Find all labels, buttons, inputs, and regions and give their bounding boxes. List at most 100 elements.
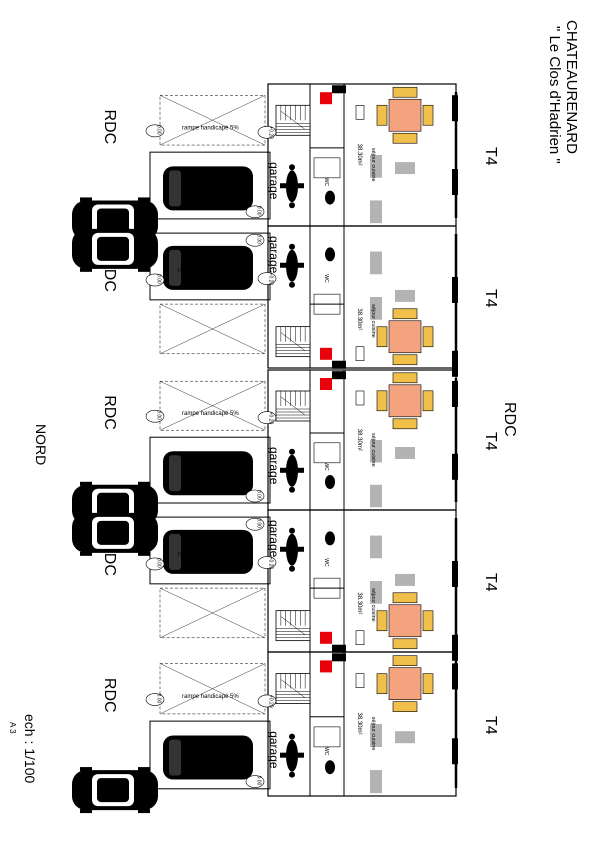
van-icon	[163, 451, 253, 496]
sofa	[370, 484, 382, 508]
entry-door	[332, 644, 346, 653]
ramp-line	[159, 381, 266, 431]
ramp-label: rampe handicapé 5%	[182, 694, 239, 700]
level-marker: 0.00	[145, 693, 165, 706]
toilet-icon	[325, 475, 335, 489]
stair-marker	[320, 660, 332, 673]
ramp-zone	[159, 380, 266, 431]
garage-label: garage	[267, 236, 281, 274]
garage-outline	[149, 720, 271, 790]
window	[452, 663, 458, 690]
living-area-label: 38.30m²	[356, 592, 362, 614]
level-marker: 0.00	[245, 517, 265, 531]
level-label: 0.00	[156, 410, 162, 420]
stair-marker	[320, 92, 332, 105]
coffee-table	[395, 162, 415, 175]
wc-label: WC	[323, 462, 329, 471]
level-marker: 0.00	[245, 205, 265, 219]
ramp-line	[159, 95, 266, 146]
wc-label: WC	[323, 274, 329, 283]
garage-label: garage	[267, 731, 281, 769]
motorbike-icon	[280, 448, 304, 493]
toilet-icon	[325, 247, 335, 262]
level-marker: +0.20	[257, 694, 277, 708]
level-marker: 0.00	[245, 489, 265, 503]
living-label: séjour cuisine	[370, 717, 376, 751]
wc-room	[313, 293, 341, 315]
wc-room	[313, 442, 341, 464]
toilet-icon	[325, 190, 335, 205]
kitchen-counter	[370, 297, 382, 320]
living-area-label: 38.30m²	[356, 308, 362, 330]
toilet-icon	[325, 531, 335, 546]
unit-type-label: T4	[482, 432, 499, 451]
dining-table	[376, 655, 434, 712]
level-label: +0.20	[268, 695, 274, 708]
kitchen-counter	[370, 440, 382, 463]
garage-label: garage	[267, 520, 281, 558]
stair-marker	[320, 631, 332, 644]
window	[452, 95, 458, 122]
living-label: séjour cuisine	[370, 588, 376, 622]
level-label-rdc-extra: RDC	[501, 402, 518, 437]
toilet-icon	[325, 760, 335, 775]
living-area-label: 38.30m²	[356, 429, 362, 451]
entry-door	[332, 85, 346, 94]
motorbike-icon	[280, 164, 304, 209]
staircase	[275, 673, 311, 704]
car-icon	[72, 767, 158, 814]
level-marker: 0.00	[245, 775, 265, 788]
level-marker: 0.00	[245, 233, 265, 247]
entry-door	[332, 653, 346, 662]
garage-label: garage	[267, 162, 281, 200]
garage-outline	[149, 151, 271, 220]
wc-room	[313, 577, 341, 599]
level-label: +0.20	[268, 273, 274, 286]
living-label: séjour cuisine	[370, 148, 376, 182]
window	[452, 453, 458, 480]
stair-marker	[320, 378, 332, 390]
level-marker: 0.00	[145, 409, 165, 423]
level-marker: +0.20	[257, 556, 277, 569]
kitchen-counter	[370, 724, 382, 748]
dining-table	[376, 592, 434, 650]
sofa	[370, 535, 382, 559]
unit-type-label: T4	[482, 716, 499, 735]
van-icon	[163, 529, 253, 574]
level-label: 0.00	[156, 274, 162, 284]
wc-label: WC	[323, 178, 329, 187]
unit-type-label: T4	[482, 289, 499, 308]
garage-outline	[149, 436, 271, 504]
car-icon	[72, 225, 158, 272]
level-label: 0.00	[156, 694, 162, 704]
ramp-label: rampe handicapé 5%	[178, 268, 235, 274]
window	[452, 169, 458, 196]
level-marker: 0.00	[145, 273, 165, 287]
sink	[355, 346, 365, 362]
living-label: séjour cuisine	[370, 304, 376, 338]
car-icon	[72, 509, 158, 556]
level-label: +0.20	[268, 126, 274, 139]
sofa	[370, 770, 382, 794]
sink	[355, 105, 365, 120]
wc-label: WC	[323, 747, 329, 756]
level-label: 0.00	[256, 776, 262, 786]
ramp-label: rampe handicapé 5%	[178, 552, 235, 558]
sink	[355, 390, 365, 406]
coffee-table	[395, 573, 415, 586]
kitchen-counter	[370, 581, 382, 604]
window	[452, 560, 458, 587]
dining-table	[376, 86, 434, 144]
kitchen-counter	[370, 155, 382, 178]
wc-label: WC	[323, 558, 329, 567]
sink	[355, 630, 365, 646]
unit-type-label: T4	[482, 573, 499, 592]
staircase	[275, 610, 311, 642]
window	[452, 738, 458, 765]
living-label: séjour cuisine	[370, 433, 376, 467]
motorbike-icon	[280, 243, 304, 288]
window	[452, 350, 458, 377]
